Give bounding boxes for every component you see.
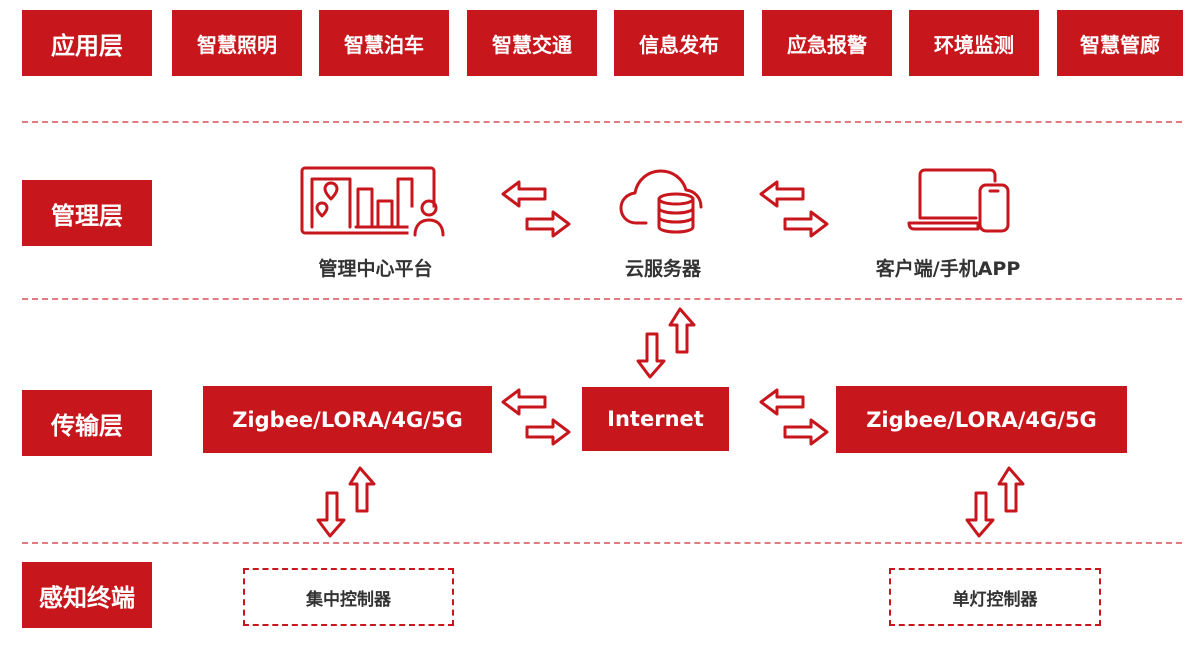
app-item-emergency-alarm: 应急报警 xyxy=(762,10,892,76)
layer-label-application: 应用层 xyxy=(22,10,152,76)
cloud-database-icon xyxy=(619,169,703,234)
network-node-left: Zigbee/LORA/4G/5G xyxy=(203,386,492,453)
bidirectional-arrow-icon xyxy=(965,466,1025,538)
app-item-smart-lighting: 智慧照明 xyxy=(172,10,302,76)
layer-divider xyxy=(22,542,1182,544)
management-platform-caption: 管理中心平台 xyxy=(318,258,433,280)
monitor-chart-icon xyxy=(300,166,452,241)
terminal-single-lamp-controller: 单灯控制器 xyxy=(889,568,1101,626)
network-node-right: Zigbee/LORA/4G/5G xyxy=(836,386,1127,453)
client-app-caption: 客户端/手机APP xyxy=(875,258,1021,280)
layer-divider xyxy=(22,298,1182,300)
bidirectional-arrow-icon xyxy=(759,180,829,238)
bidirectional-arrow-icon xyxy=(501,388,571,446)
cloud-server-caption: 云服务器 xyxy=(624,258,701,280)
internet-node: Internet xyxy=(582,387,729,451)
layer-label-perception: 感知终端 xyxy=(22,562,152,628)
app-item-info-release: 信息发布 xyxy=(614,10,744,76)
bidirectional-arrow-icon xyxy=(636,307,696,379)
app-item-environment-monitoring: 环境监测 xyxy=(909,10,1039,76)
bidirectional-arrow-icon xyxy=(316,466,376,538)
layer-label-management: 管理层 xyxy=(22,180,152,246)
app-item-smart-pipe-gallery: 智慧管廊 xyxy=(1057,10,1183,76)
laptop-phone-icon xyxy=(907,168,1010,233)
bidirectional-arrow-icon xyxy=(501,180,571,238)
layer-divider xyxy=(22,121,1182,123)
app-item-smart-parking: 智慧泊车 xyxy=(319,10,449,76)
layer-label-transport: 传输层 xyxy=(22,390,152,456)
bidirectional-arrow-icon xyxy=(759,388,829,446)
terminal-centralized-controller: 集中控制器 xyxy=(243,568,454,626)
app-item-smart-traffic: 智慧交通 xyxy=(467,10,597,76)
